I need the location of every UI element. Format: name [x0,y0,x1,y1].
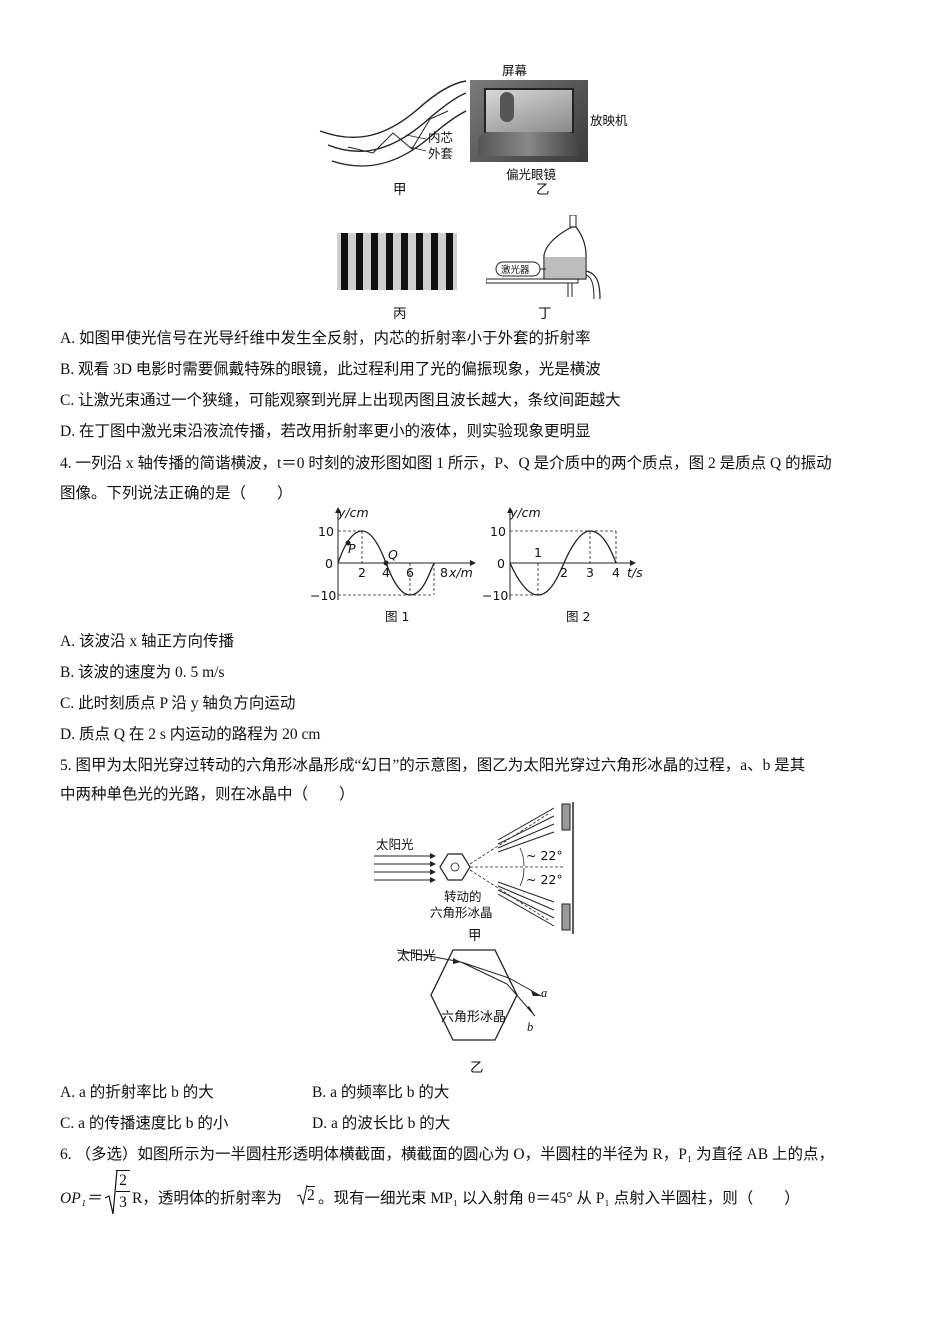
q5-option-a: A. a 的折射率比 b 的大 [60,1084,214,1101]
vibration-graph [507,507,636,600]
fig2-x-tick-3: 3 [586,565,594,580]
label-outer-cladding: 外套 [428,146,454,161]
fig1-caption: 图 1 [385,609,410,624]
fig1-y-tick-10: 10 [318,524,334,539]
fig1-x-tick-4: 4 [382,565,390,580]
q4-option-a: A. 该波沿 x 轴正方向传播 [60,633,234,650]
q3-option-d: D. 在丁图中激光束沿液流传播，若改用折射率更小的液体，则实验现象更明显 [60,423,591,440]
fig1-x-tick-6: 6 [406,565,414,580]
fig2-caption: 图 2 [566,609,591,624]
label-inner-core: 内芯 [428,130,454,145]
label-laser: 激光器 [501,265,530,276]
q4-stem-line2: 图像。下列说法正确的是（ ） [60,485,293,502]
q6-refractive-index: 2 [307,1186,315,1204]
fig2-y-tick-neg10: −10 [482,588,509,603]
sqrt-symbol-icon-2 [296,1184,308,1211]
q5-option-b: B. a 的频率比 b 的大 [312,1084,450,1101]
fringe-pattern [341,233,453,290]
q3-option-a: A. 如图甲使光信号在光导纤维中发生全反射，内芯的折射率小于外套的折射率 [60,330,591,347]
fig1-x-tick-2: 2 [358,565,366,580]
fig2-x-tick-1: 1 [534,545,542,560]
q6-stem2-end: 。现有一细光束 MP₁ 以入射角 θ＝45° 从 P₁ 点射入半圆柱，则（ ） [318,1190,800,1207]
ray-label-a: a [541,986,548,1000]
q4-figure-1-wave: y/cm 10 0 −10 P Q 2 4 6 8 x/m [300,505,480,605]
crystal-refraction-drawing [396,949,542,1041]
q6-fraction-numerator: 2 [116,1171,130,1192]
sundog-drawing [374,802,574,934]
q4-stem-line1: 4. 一列沿 x 轴传播的简谐横波，t＝0 时刻的波形图如图 1 所示，P、Q … [60,455,832,472]
sundog-angle-bottom: ~ 22° [526,872,563,887]
fig2-y-tick-0: 0 [497,556,505,571]
figure-yi-cinema: 屏幕 放映机 偏光眼镜 [470,60,670,185]
q5-stem-line2: 中两种单色光的光路，则在冰晶中（ ） [60,786,355,803]
q3-option-c: C. 让激光束通过一个狭缝，可能观察到光屏上出现丙图且波长越大，条纹间距越大 [60,392,621,409]
caption-jia: 甲 [393,182,407,198]
label-screen: 屏幕 [502,63,528,78]
sundog-label-rotating: 转动的 [444,889,482,904]
figure-bing-fringes [337,233,457,290]
crystal-label-hex: 六角形冰晶 [441,1010,507,1025]
optical-fiber-drawing [319,80,467,167]
laser-apparatus [485,214,601,300]
q4-option-c: C. 此时刻质点 P 沿 y 轴负方向运动 [60,695,296,712]
ray-label-b: b [527,1020,534,1034]
q6-fraction-denominator: 3 [119,1194,127,1211]
fig2-y-tick-10: 10 [490,524,506,539]
label-projector: 放映机 [590,113,628,128]
figure-ding-laser-liquid: 激光器 [485,214,606,300]
crystal-label-sunlight: 太阳光 [397,949,437,964]
sqrt-symbol-icon [104,1168,118,1223]
fig1-x-axis-label: x/m [449,565,473,580]
caption-yi: 乙 [536,182,550,198]
fig2-x-tick-2: 2 [560,565,568,580]
sundog-angle-top: ~ 22° [526,848,563,863]
q6-op1-prefix: OP₁＝ [60,1190,102,1207]
q5-option-c: C. a 的传播速度比 b 的小 [60,1115,229,1132]
fig1-y-axis-label: y/cm [338,505,369,520]
cinema-photo [470,80,588,162]
fig2-x-axis-label: t/s [627,565,643,580]
q6-stem-line1: 6. （多选）如图所示为一半圆柱形透明体横截面，横截面的圆心为 O，半圆柱的半径… [60,1146,834,1163]
fig2-x-tick-4: 4 [612,565,620,580]
q4-option-d: D. 质点 Q 在 2 s 内运动的路程为 20 cm [60,726,321,743]
figure-jia-optical-fiber: 内芯 外套 [318,75,468,185]
fig1-point-p: P [348,541,356,556]
q3-option-b: B. 观看 3D 电影时需要佩戴特殊的眼镜，此过程利用了光的偏振现象，光是横波 [60,361,601,378]
q5-option-d: D. a 的波长比 b 的大 [312,1115,451,1132]
q5-stem-line1: 5. 图甲为太阳光穿过转动的六角形冰晶形成“幻日”的示意图，图乙为太阳光穿过六角… [60,757,806,774]
q6-fraction: 2 3 [116,1170,130,1214]
q6-stem2-middle: R，透明体的折射率为 [132,1190,282,1207]
caption-bing: 丙 [393,306,407,322]
fig1-y-tick-neg10: −10 [310,588,337,603]
fig1-x-tick-8: 8 [440,565,448,580]
q5-figure-jia-sundog: 太阳光 ~ 22° ~ 22° 转动的 六角形冰晶 [368,800,588,940]
caption-ding: 丁 [538,306,552,322]
fig2-y-axis-label: y/cm [510,505,541,520]
sundog-label-sunlight: 太阳光 [376,837,414,852]
fig1-y-tick-0: 0 [325,556,333,571]
wave-graph [335,507,476,600]
q4-option-b: B. 该波的速度为 0. 5 m/s [60,664,225,681]
q5-figure-yi-crystal: 太阳光 六角形冰晶 a b [395,940,565,1050]
caption-q5-yi: 乙 [470,1060,484,1076]
label-polarized-glasses: 偏光眼镜 [506,167,557,182]
sundog-label-hex-crystal: 六角形冰晶 [430,905,493,920]
caption-q5-jia: 甲 [468,928,482,944]
q4-figure-2-vibration: y/cm 10 0 −10 1 2 3 4 t/s [480,505,650,605]
fig1-point-q: Q [388,547,398,562]
